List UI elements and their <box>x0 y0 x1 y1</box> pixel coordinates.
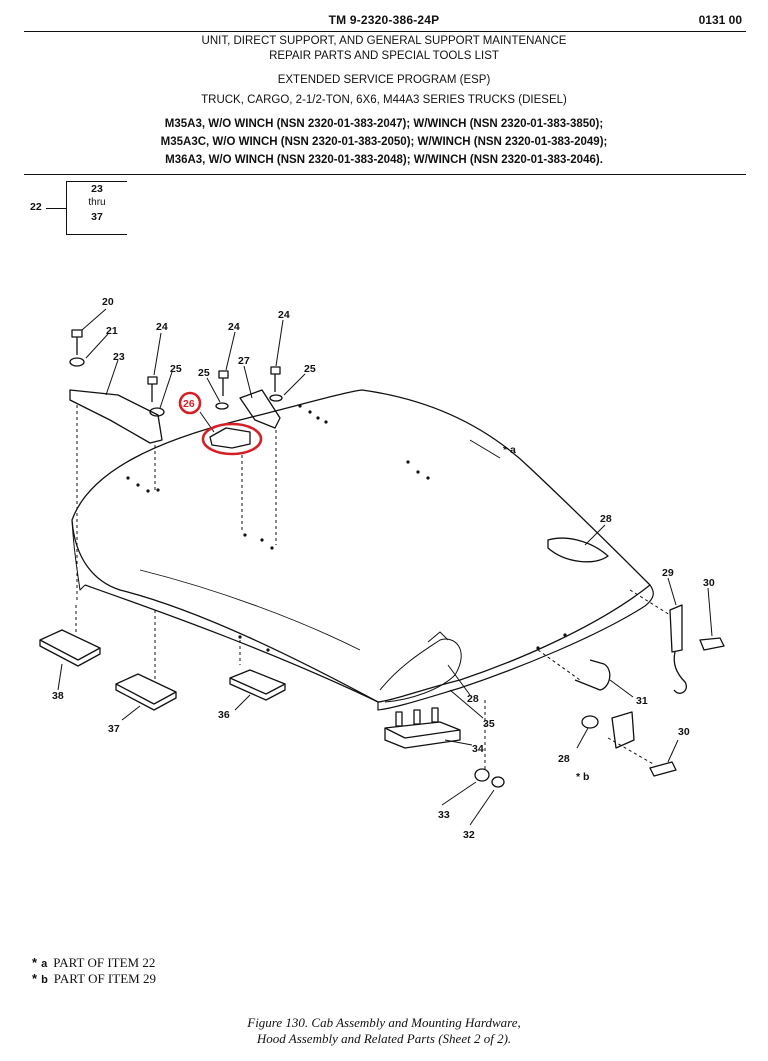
callout-range-end: 37 <box>91 211 103 223</box>
header-rule-bottom <box>24 174 746 175</box>
label-36: 36 <box>218 709 230 721</box>
mount-pad-37 <box>115 673 177 705</box>
note-b: *b PART OF ITEM 29 <box>32 971 156 987</box>
latch-29 <box>669 604 683 653</box>
label-30-bottom: 30 <box>678 726 690 738</box>
callout-item-number: 22 <box>30 201 42 213</box>
bracket-b <box>611 711 635 749</box>
note-a-star: * <box>32 955 38 970</box>
title-line-1: UNIT, DIRECT SUPPORT, AND GENERAL SUPPOR… <box>201 35 567 47</box>
label-25-mid: 25 <box>198 367 210 379</box>
label-31: 31 <box>636 695 648 707</box>
label-28-latch: 28 <box>600 513 612 525</box>
model-line-1: M35A3, W/O WINCH (NSN 2320-01-383-2047);… <box>164 118 604 130</box>
label-24-left: 24 <box>156 321 168 333</box>
hood-assembly-diagram: 20 21 23 24 25 24 24 25 25 27 26 * a 28 … <box>39 296 725 841</box>
label-28-bracket: 28 <box>558 753 570 765</box>
label-26: 26 <box>183 398 195 410</box>
tm-number: TM 9-2320-386-24P <box>328 13 440 27</box>
hinge-23 <box>69 389 163 444</box>
header-rule-top <box>24 31 746 32</box>
part-31 <box>574 659 611 691</box>
mount-pad-36 <box>229 669 286 695</box>
note-b-star: * <box>32 971 38 986</box>
figure-caption-line-2: Hood Assembly and Related Parts (Sheet 2… <box>256 1031 512 1046</box>
callout-bracket: 23 thru 37 <box>66 181 127 235</box>
note-b-letter: b <box>41 974 48 986</box>
label-35: 35 <box>483 718 495 730</box>
model-line-3: M36A3, W/O WINCH (NSN 2320-01-383-2048);… <box>165 154 603 166</box>
label-27: 27 <box>238 355 250 367</box>
label-32: 32 <box>463 829 475 841</box>
highlight-circle-26 <box>178 391 202 415</box>
label-b: * b <box>576 771 589 783</box>
note-a: *a PART OF ITEM 22 <box>32 955 155 971</box>
title-line-2: REPAIR PARTS AND SPECIAL TOOLS LIST <box>269 50 499 62</box>
latch-28 <box>547 537 609 563</box>
hood-outline <box>71 389 651 703</box>
note-a-text: PART OF ITEM 22 <box>53 955 156 970</box>
callout-range-start: 23 <box>91 183 103 195</box>
hinge-27 <box>239 389 281 429</box>
label-38: 38 <box>52 690 64 702</box>
figure-caption-line-1: Figure 130. Cab Assembly and Mounting Ha… <box>247 1015 521 1030</box>
callout-range-thru: thru <box>88 197 106 208</box>
label-30-top: 30 <box>703 577 715 589</box>
label-34: 34 <box>472 743 484 755</box>
label-37: 37 <box>108 723 120 735</box>
label-23: 23 <box>113 351 125 363</box>
page-code: 0131 00 <box>698 13 742 27</box>
label-28-wing: 28 <box>467 693 479 705</box>
label-29: 29 <box>662 567 674 579</box>
program-line: EXTENDED SERVICE PROGRAM (ESP) <box>277 74 491 86</box>
vehicle-line: TRUCK, CARGO, 2-1/2-TON, 6X6, M44A3 SERI… <box>201 94 567 106</box>
bracket-26 <box>209 427 251 449</box>
callout-leader <box>46 208 66 209</box>
label-21: 21 <box>106 325 118 337</box>
label-24-mid: 24 <box>228 321 240 333</box>
note-b-text: PART OF ITEM 29 <box>53 971 156 986</box>
label-25-left: 25 <box>170 363 182 375</box>
label-33: 33 <box>438 809 450 821</box>
label-a: * a <box>503 444 516 456</box>
highlight-ellipse-bracket-26 <box>201 422 263 456</box>
note-a-letter: a <box>41 958 48 970</box>
mount-pad-38 <box>39 629 101 661</box>
label-25-right: 25 <box>304 363 316 375</box>
model-line-2: M35A3C, W/O WINCH (NSN 2320-01-383-2050)… <box>160 136 608 148</box>
label-20: 20 <box>102 296 114 308</box>
label-24-right: 24 <box>278 309 290 321</box>
